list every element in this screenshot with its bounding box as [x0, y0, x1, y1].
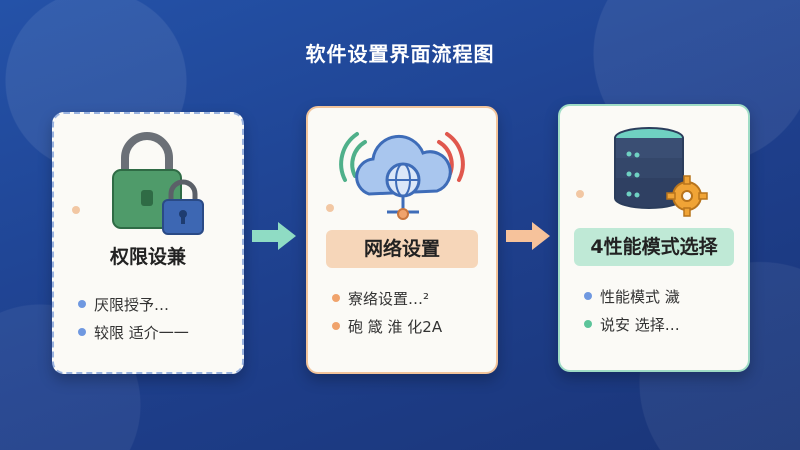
list-item: 寮络设置…² — [332, 284, 484, 312]
bullet-text: 性能模式 濊 — [600, 287, 680, 306]
diagram-title: 软件设置界面流程图 — [305, 42, 495, 66]
card-title: 4性能模式选择 — [574, 228, 734, 266]
step-card-permissions: 权限设兼 厌限授予… 较限 适介一一 — [52, 112, 244, 374]
decor-dot — [326, 204, 334, 212]
decor-dot — [72, 206, 80, 214]
card-title: 网络设置 — [326, 230, 478, 268]
decor-dot — [576, 190, 584, 198]
cloud-network-icon — [308, 116, 496, 236]
bullet-text: 说安 选择… — [600, 315, 680, 334]
server-gear-icon — [560, 114, 748, 234]
bullet-dot — [332, 294, 340, 302]
list-item: 砲 箴 淮 化2A — [332, 312, 484, 340]
list-item: 说安 选择… — [584, 310, 736, 338]
bullet-text: 寮络设置…² — [348, 289, 430, 308]
bullet-dot — [332, 322, 340, 330]
bullet-text: 厌限授予… — [94, 295, 170, 314]
list-item: 性能模式 濊 — [584, 282, 736, 310]
bullet-dot — [78, 300, 86, 308]
bullet-dot — [584, 320, 592, 328]
step-card-performance: 4性能模式选择 性能模式 濊 说安 选择… — [558, 104, 750, 372]
bullet-dot — [78, 328, 86, 336]
padlock-icon — [54, 122, 242, 242]
arrow-right-icon — [502, 218, 554, 258]
list-item: 厌限授予… — [78, 290, 230, 318]
bullet-dot — [584, 292, 592, 300]
arrow-right-icon — [248, 218, 300, 258]
bullet-text: 砲 箴 淮 化2A — [348, 317, 443, 336]
bullet-text: 较限 适介一一 — [94, 323, 189, 342]
card-title: 权限设兼 — [109, 246, 186, 268]
list-item: 较限 适介一一 — [78, 318, 230, 346]
step-card-network: 网络设置 寮络设置…² 砲 箴 淮 化2A — [306, 106, 498, 374]
